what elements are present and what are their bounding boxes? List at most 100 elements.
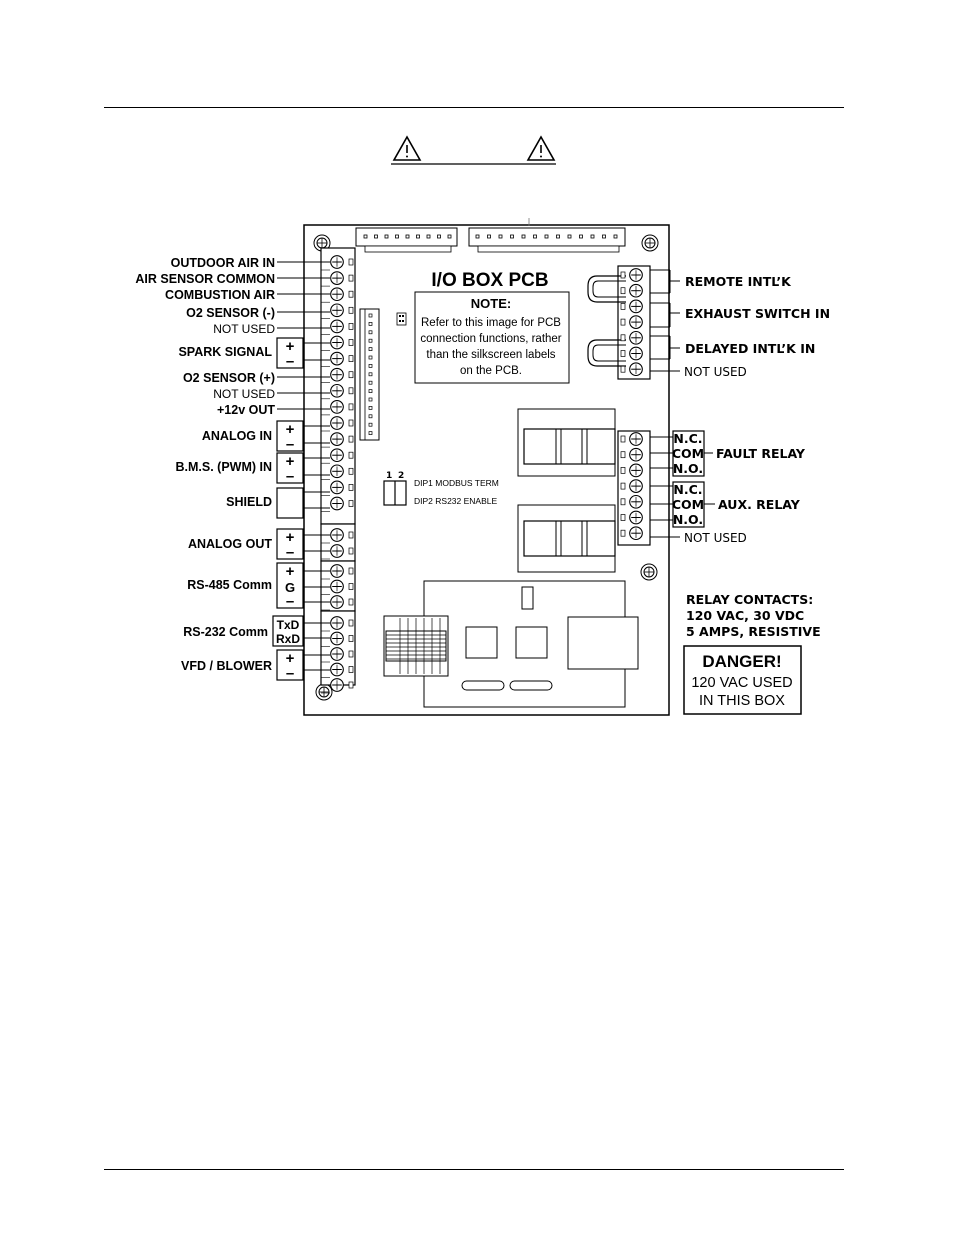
polarity-mark: –: [286, 665, 294, 682]
warning-triangle-icon: [392, 135, 422, 161]
top-rule: [104, 107, 844, 108]
label-left-6: O2 SENSOR (+): [183, 371, 275, 385]
mounting-hole-icon: [315, 683, 333, 701]
label-analog-out: ANALOG OUT: [188, 537, 272, 551]
screw-terminal-icon: [330, 595, 344, 609]
note-heading: NOTE:: [471, 296, 511, 311]
mounting-hole-icon: [640, 563, 658, 581]
side-header: [359, 308, 407, 441]
svg-text:2: 2: [398, 471, 404, 481]
screw-terminal-icon: [330, 564, 344, 578]
label-rs485-comm: RS-485 Comm: [187, 578, 272, 592]
bottom-rule: [104, 1169, 844, 1170]
polarity-mark: –: [286, 353, 294, 370]
label-delayed-intlk: DELAYED INTL’K IN: [685, 341, 815, 356]
dip-label-1: DIP1 MODBUS TERM: [414, 478, 499, 488]
screw-terminal-icon: [330, 351, 344, 366]
left-callouts: OUTDOOR AIR IN AIR SENSOR COMMON COMBUSTIO…: [135, 256, 330, 682]
screw-terminal-icon: [330, 579, 344, 594]
left-terminal-block: [320, 247, 356, 694]
top-connectors: [355, 218, 626, 253]
svg-text:120 VAC USED: 120 VAC USED: [691, 675, 792, 691]
relay-contacts: RELAY CONTACTS: 120 VAC, 30 VDC 5 AMPS, …: [686, 592, 821, 639]
screw-terminal-icon: [330, 319, 344, 334]
right-bottom-terminal-block: [617, 430, 651, 546]
polarity-mark: –: [286, 544, 294, 561]
screw-terminal-icon: [330, 647, 344, 661]
dip-switch: 1 2 DIP1 MODBUS TERM DIP2 RS232 ENABLE: [383, 471, 499, 506]
screw-terminal-icon: [330, 464, 344, 479]
polarity-mark: –: [286, 593, 294, 610]
note-line-2: connection functions, rather: [420, 333, 561, 345]
screw-terminal-icon: [330, 631, 344, 646]
polarity-mark: +: [286, 338, 295, 355]
screw-terminal-icon: [629, 362, 643, 377]
screw-terminal-icon: [330, 448, 344, 463]
polarity-mark: –: [286, 468, 294, 485]
screw-terminal-icon: [629, 510, 643, 525]
label-not-used-right-top: NOT USED: [684, 365, 747, 379]
label-fault-relay: FAULT RELAY: [716, 446, 806, 461]
svg-text:1: 1: [386, 471, 392, 481]
screw-terminal-icon: [330, 367, 344, 382]
svg-text:COM: COM: [672, 446, 704, 461]
screw-terminal-icon: [330, 496, 344, 511]
screw-terminal-icon: [629, 283, 643, 298]
screw-terminal-icon: [629, 268, 643, 282]
polarity-mark: TxD: [277, 618, 300, 632]
label-vfd-blower: VFD / BLOWER: [181, 659, 272, 673]
screw-terminal-icon: [629, 479, 643, 493]
danger-box: DANGER! 120 VAC USED IN THIS BOX: [683, 645, 802, 715]
screw-terminal-icon: [330, 255, 344, 269]
polarity-mark: +: [286, 453, 295, 470]
label-not-used-right-bottom: NOT USED: [684, 531, 747, 545]
daughter-board: [383, 580, 639, 708]
screw-terminal-icon: [629, 526, 643, 541]
svg-text:N.C.: N.C.: [673, 482, 702, 497]
screw-terminal-icon: [629, 315, 643, 329]
svg-text:COM: COM: [672, 497, 704, 512]
mounting-hole-icon: [641, 234, 659, 252]
polarity-mark: +: [286, 563, 295, 580]
label-rs232-comm: RS-232 Comm: [183, 625, 268, 639]
screw-terminal-icon: [629, 346, 643, 361]
note-box: [414, 291, 570, 384]
label-shield: SHIELD: [226, 495, 272, 509]
svg-text:DANGER!: DANGER!: [702, 652, 781, 671]
screw-terminal-icon: [629, 432, 643, 446]
note-line-1: Refer to this image for PCB: [421, 317, 561, 329]
svg-text:N.C.: N.C.: [673, 431, 702, 446]
pcb-title: I/O BOX PCB: [431, 270, 548, 291]
screw-terminal-icon: [330, 383, 344, 398]
warning-triangle-icon: [526, 135, 556, 161]
screw-terminal-icon: [629, 463, 643, 478]
screw-terminal-icon: [330, 303, 344, 318]
label-left-1: AIR SENSOR COMMON: [135, 272, 275, 286]
label-left-2: COMBUSTION AIR: [165, 288, 275, 302]
screw-terminal-icon: [629, 494, 643, 509]
label-exhaust-switch: EXHAUST SWITCH IN: [685, 306, 830, 321]
right-callouts: REMOTE INTL’K EXHAUST SWITCH IN DELAYED …: [650, 269, 830, 545]
svg-text:5 AMPS, RESISTIVE: 5 AMPS, RESISTIVE: [686, 624, 821, 639]
relays: [517, 408, 616, 573]
note-line-3: than the silkscreen labels: [426, 349, 555, 361]
screw-terminal-icon: [330, 271, 344, 285]
label-bms-pwm-in: B.M.S. (PWM) IN: [175, 460, 272, 474]
screw-terminal-icon: [629, 330, 643, 345]
label-left-0: OUTDOOR AIR IN: [171, 256, 275, 270]
screw-terminal-icon: [330, 416, 344, 430]
label-remote-intlk: REMOTE INTL’K: [685, 274, 792, 289]
screw-terminal-icon: [629, 299, 643, 314]
polarity-mark: RxD: [276, 632, 300, 646]
screw-terminal-icon: [330, 335, 344, 350]
svg-text:120 VAC, 30 VDC: 120 VAC, 30 VDC: [686, 608, 804, 623]
label-analog-in: ANALOG IN: [202, 429, 272, 443]
label-aux-relay: AUX. RELAY: [718, 497, 801, 512]
label-spark-signal: SPARK SIGNAL: [178, 345, 272, 359]
polarity-mark: +: [286, 529, 295, 546]
screw-terminal-icon: [330, 480, 344, 495]
screw-terminal-icon: [629, 447, 643, 462]
screw-terminal-icon: [330, 544, 344, 558]
svg-text:N.O.: N.O.: [673, 461, 703, 476]
dip-label-2: DIP2 RS232 ENABLE: [414, 496, 497, 506]
